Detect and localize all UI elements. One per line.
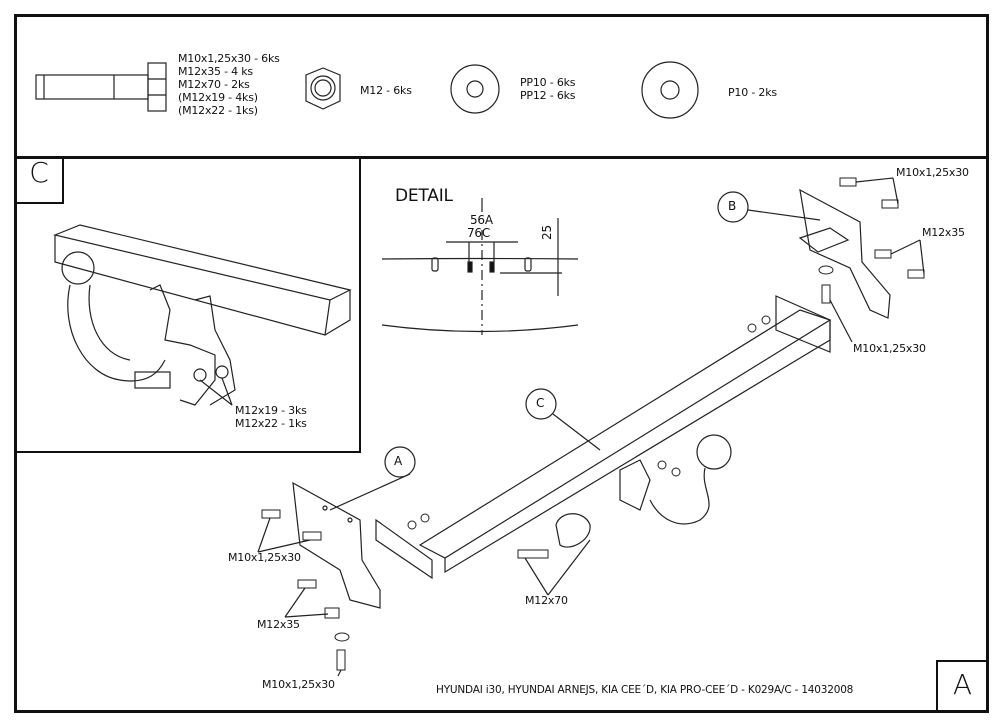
inset-towbar-drawing: [53, 224, 352, 406]
detail-title: DETAIL: [395, 186, 453, 206]
detail-dim-height: 25: [539, 225, 554, 240]
callout-c: C: [536, 396, 545, 410]
label-b-bottom: M10x1,25x30: [853, 342, 926, 355]
bolt-icon: [35, 62, 167, 112]
sheet-letter: A: [952, 668, 973, 701]
crossbar-drawing: [375, 295, 832, 580]
bolts-drawing: [261, 177, 925, 671]
label-b-top: M10x1,25x30: [896, 166, 969, 179]
label-b-mid: M12x35: [922, 226, 965, 239]
nut-icon: [305, 67, 341, 110]
callout-a: A: [394, 454, 403, 468]
washer-small-icon: [450, 64, 500, 114]
bolt-label: (M12x19 - 4ks): [178, 91, 258, 104]
washer-large-label: P10 - 2ks: [728, 86, 777, 99]
bracket-b-drawing: [798, 188, 891, 319]
detail-drawing: [381, 198, 579, 335]
detail-dim-top: 56A: [470, 213, 493, 227]
washer-label: PP12 - 6ks: [520, 89, 576, 102]
footer-title: HYUNDAI i30, HYUNDAI ARNEJS, KIA CEE´D, …: [436, 684, 854, 696]
washer-label: PP10 - 6ks: [520, 76, 576, 89]
sheet-letter-box: A: [936, 660, 989, 713]
callouts-drawing: [199, 177, 925, 677]
bolt-label: M12x35 - 4 ks: [178, 65, 253, 78]
parts-divider: [14, 156, 989, 159]
nut-label: M12 - 6ks: [360, 84, 412, 97]
detail-dim-bottom: 76C: [467, 226, 491, 240]
bolt-label: (M12x22 - 1ks): [178, 104, 258, 117]
callout-b: B: [728, 199, 737, 213]
inset-letter: C: [29, 156, 49, 189]
inset-labels: M12x19 - 3ks M12x22 - 1ks: [235, 404, 307, 430]
label-center: M12x70: [525, 594, 568, 607]
label-a-bottom: M10x1,25x30: [262, 678, 335, 691]
bolt-label: M12x70 - 2ks: [178, 78, 250, 91]
inset-frame: [14, 156, 361, 453]
tow-ball-drawing: [555, 434, 732, 548]
label-a-top: M10x1,25x30: [228, 551, 301, 564]
bracket-a-drawing: [292, 481, 381, 609]
inset-label: M12x19 - 3ks: [235, 404, 307, 417]
bolt-label: M10x1,25x30 - 6ks: [178, 52, 280, 65]
inset-label: M12x22 - 1ks: [235, 417, 307, 430]
washer-small-labels: PP10 - 6ks PP12 - 6ks: [520, 76, 576, 102]
washer-large-icon: [641, 61, 699, 119]
bolt-list: M10x1,25x30 - 6ks M12x35 - 4 ks M12x70 -…: [178, 52, 280, 117]
inset-letter-box: C: [14, 156, 64, 204]
label-a-mid: M12x35: [257, 618, 300, 631]
